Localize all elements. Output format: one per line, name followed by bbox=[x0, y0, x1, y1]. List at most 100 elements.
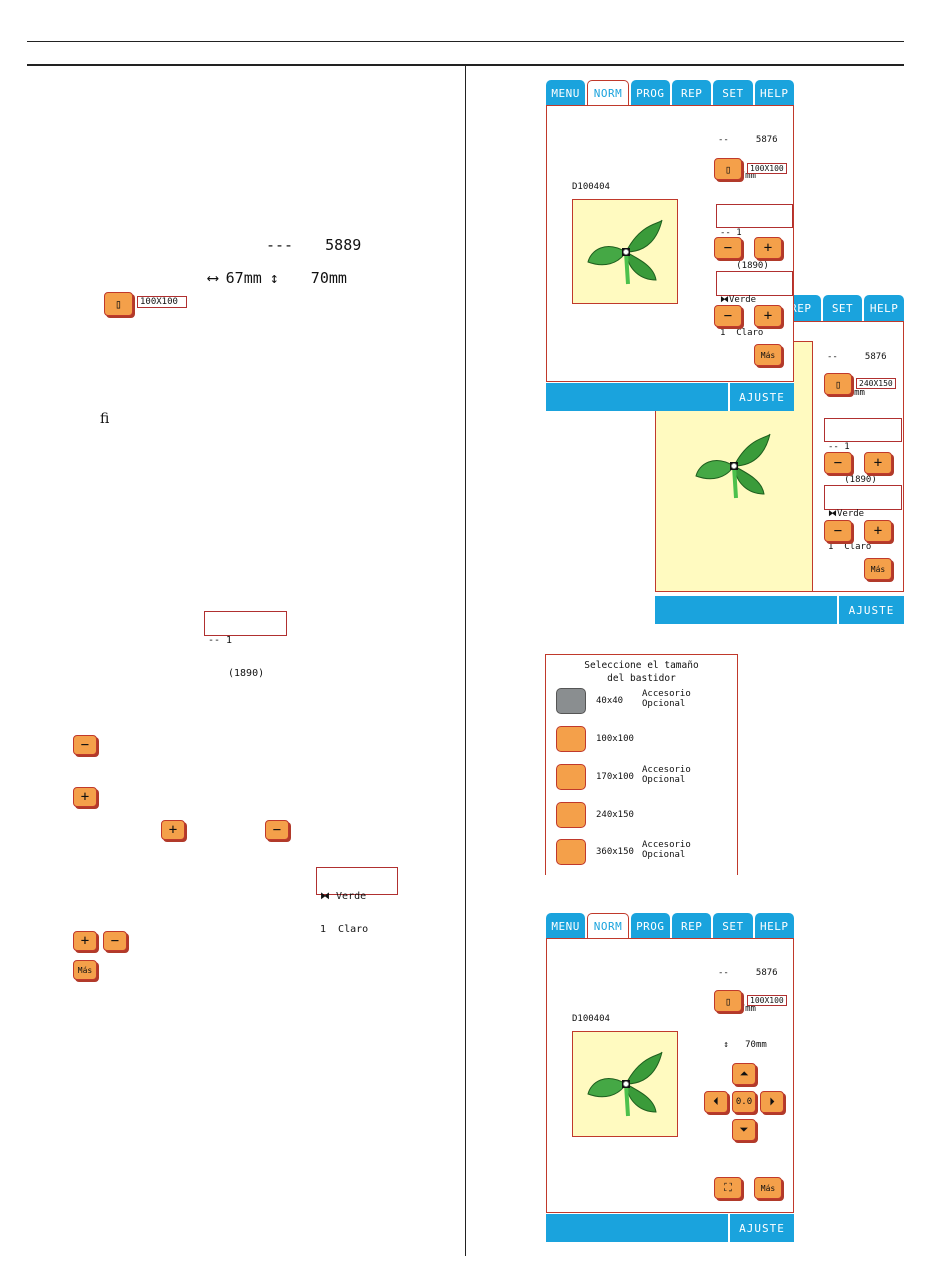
screen1-bottom-bar bbox=[546, 383, 728, 411]
tab-prog[interactable]: PROG bbox=[630, 913, 670, 939]
color-field-line1: -- 1 bbox=[208, 635, 233, 646]
expand-icon: ⛶ bbox=[724, 1181, 732, 1194]
screen1-plus-button-1[interactable]: + bbox=[754, 237, 782, 259]
hoop-option-100x100[interactable]: 100x100 bbox=[556, 726, 731, 756]
color-name-line2: 1 Claro bbox=[320, 924, 369, 935]
leaf-design bbox=[587, 1051, 663, 1117]
hoop-option-button[interactable] bbox=[556, 802, 586, 828]
screen3-height: 70mm bbox=[745, 1040, 767, 1050]
plus-button-inline-2[interactable]: + bbox=[161, 820, 185, 840]
hoop-option-label: 240x150 bbox=[596, 810, 634, 820]
tab-rep[interactable]: REP bbox=[671, 80, 712, 106]
tab-help-2[interactable]: HELP bbox=[864, 295, 905, 321]
hoop-size-selector: Seleccione el tamaño del bastidor 40x40 … bbox=[545, 654, 738, 875]
screen3-ajuste-button[interactable]: AJUSTE bbox=[728, 1214, 794, 1242]
arrow-left-icon: ⏴ bbox=[713, 1095, 719, 1108]
minus-button-inline[interactable]: − bbox=[73, 735, 97, 755]
screen1-ajuste-button[interactable]: AJUSTE bbox=[728, 383, 794, 411]
top-rule bbox=[27, 41, 904, 42]
tab-prog[interactable]: PROG bbox=[630, 80, 670, 106]
screen1-plus-button-2[interactable]: + bbox=[754, 305, 782, 327]
color-name-line1: Verde bbox=[336, 891, 367, 902]
tab-set[interactable]: SET bbox=[713, 913, 753, 939]
screen1-minus-button-1[interactable]: − bbox=[714, 237, 742, 259]
tab-set[interactable]: SET bbox=[713, 80, 753, 106]
hoop-selector-title-text: Seleccione el tamaño del bastidor bbox=[584, 660, 699, 684]
screen2-width: 67mm bbox=[843, 388, 865, 398]
screen1-tabbar: MENU NORM PROG REP SET HELP bbox=[546, 80, 794, 106]
screen2-color-name-2: 1 Claro bbox=[828, 542, 872, 552]
arrow-down-icon: ⏷ bbox=[739, 1123, 749, 1136]
plus-button-inline[interactable]: + bbox=[73, 787, 97, 807]
ligature-glyph: ﬁ bbox=[100, 411, 110, 427]
screen2-mas-button[interactable]: Más bbox=[864, 558, 892, 580]
screen2-stitches: -- 5876 bbox=[827, 352, 887, 362]
screen1-hoop-area bbox=[572, 199, 678, 304]
screen2-color-line2: (1890) bbox=[828, 475, 877, 485]
fullscreen-button[interactable]: ⛶ bbox=[714, 1177, 742, 1199]
hoop-button-inline[interactable]: ▯ bbox=[104, 292, 133, 316]
screen2-bottom-bar bbox=[655, 596, 837, 624]
screen2-color-line1: -- 1 bbox=[828, 442, 850, 452]
stitch-count: 5889 bbox=[325, 236, 362, 254]
plus-button-inline-3[interactable]: + bbox=[73, 931, 97, 951]
height-arrow-icon: ↕ bbox=[269, 268, 279, 287]
screen3-hoop-button[interactable]: ▯ bbox=[714, 990, 742, 1012]
leaf-design bbox=[587, 219, 663, 285]
tab-help[interactable]: HELP bbox=[754, 913, 794, 939]
tab-rep[interactable]: REP bbox=[671, 913, 712, 939]
hoop-icon: ▯ bbox=[834, 377, 842, 391]
move-down-button[interactable]: ⏷ bbox=[732, 1119, 756, 1141]
hoop-option-button[interactable] bbox=[556, 764, 586, 790]
screen2-color-field: -- 1 (1890) bbox=[824, 418, 902, 485]
screen1-mas-button[interactable]: Más bbox=[754, 344, 782, 366]
hoop-option-170x100[interactable]: 170x100 Accesorio Opcional bbox=[556, 764, 731, 794]
screen1-hoop-size: 100X100 bbox=[747, 163, 787, 174]
hoop-option-40x40[interactable]: 40x40 Accesorio Opcional bbox=[556, 688, 731, 718]
tab-norm[interactable]: NORM bbox=[587, 913, 629, 939]
spool-icon: ⧓ bbox=[828, 509, 837, 519]
screen3-mas-label: Más bbox=[760, 1183, 776, 1193]
width-arrow-icon: ⟷ bbox=[208, 268, 218, 287]
screen3-mas-button[interactable]: Más bbox=[754, 1177, 782, 1199]
minus-button-inline-2[interactable]: − bbox=[265, 820, 289, 840]
move-up-button[interactable]: ⏶ bbox=[732, 1063, 756, 1085]
tab-set-2[interactable]: SET bbox=[822, 295, 863, 321]
tab-norm[interactable]: NORM bbox=[587, 80, 629, 106]
color-field-inline: -- 1 (1890) bbox=[204, 611, 287, 679]
screen1-design-name: D100404 bbox=[572, 182, 610, 192]
screen2-hoop-size: 240X150 bbox=[856, 378, 896, 389]
screen2-mas-label: Más bbox=[870, 564, 886, 574]
screen2-plus-button-2[interactable]: + bbox=[864, 520, 892, 542]
minus-button-inline-3[interactable]: − bbox=[103, 931, 127, 951]
screen2-minus-button-1[interactable]: − bbox=[824, 452, 852, 474]
screen3-bottom-bar bbox=[546, 1214, 728, 1242]
screen2-color-name: ⧓Verde 1 Claro bbox=[824, 485, 902, 552]
center-button[interactable]: 0.0 bbox=[732, 1091, 756, 1113]
hoop-option-240x150[interactable]: 240x150 bbox=[556, 802, 731, 832]
screen2-hoop-button[interactable]: ▯ bbox=[824, 373, 852, 395]
hoop-option-button[interactable] bbox=[556, 688, 586, 714]
hoop-option-button[interactable] bbox=[556, 839, 586, 865]
hoop-selector-title: Seleccione el tamaño del bastidor bbox=[546, 659, 737, 685]
hoop-icon: ▯ bbox=[724, 162, 732, 176]
hoop-option-note: Accesorio Opcional bbox=[642, 765, 691, 785]
tab-help[interactable]: HELP bbox=[754, 80, 794, 106]
screen2-minus-button-2[interactable]: − bbox=[824, 520, 852, 542]
tab-menu[interactable]: MENU bbox=[546, 913, 586, 939]
hoop-option-button[interactable] bbox=[556, 726, 586, 752]
screen1-hoop-button[interactable]: ▯ bbox=[714, 158, 742, 180]
screen2-ajuste-button[interactable]: AJUSTE bbox=[837, 596, 904, 624]
mas-label-inline: Más bbox=[77, 965, 93, 975]
screen1-color-name-2: 1 Claro bbox=[720, 328, 764, 338]
hoop-option-label: 360x150 bbox=[596, 847, 634, 857]
screen2-plus-button-1[interactable]: + bbox=[864, 452, 892, 474]
hoop-option-360x150[interactable]: 360x150 Accesorio Opcional bbox=[556, 839, 731, 869]
tab-menu[interactable]: MENU bbox=[546, 80, 586, 106]
mas-button-inline[interactable]: Más bbox=[73, 960, 97, 980]
hoop-option-label: 100x100 bbox=[596, 734, 634, 744]
screen1-color-name: ⧓Verde 1 Claro bbox=[716, 271, 793, 338]
screen1-minus-button-2[interactable]: − bbox=[714, 305, 742, 327]
move-left-button[interactable]: ⏴ bbox=[704, 1091, 728, 1113]
move-right-button[interactable]: ⏵ bbox=[760, 1091, 784, 1113]
